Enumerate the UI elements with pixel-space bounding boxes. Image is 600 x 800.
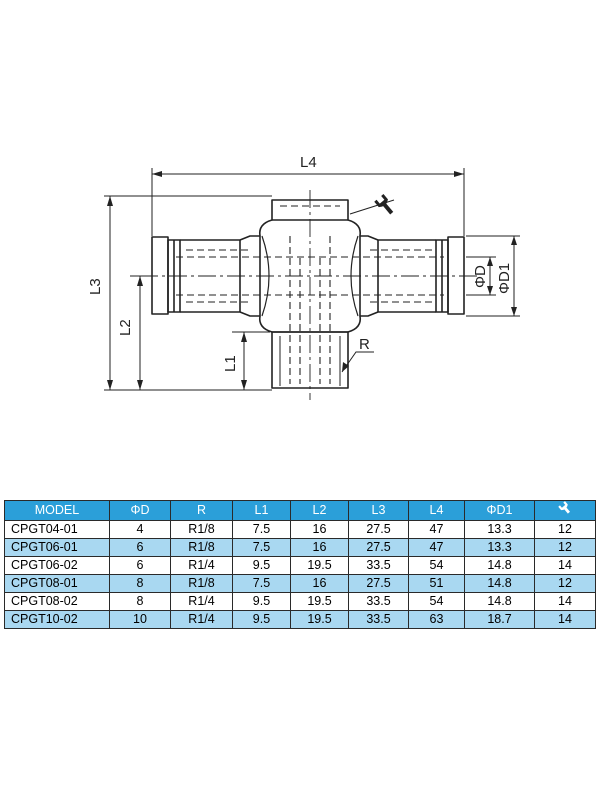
header-phi-d: ΦD	[109, 500, 171, 521]
cell-model: CPGT04-01	[4, 520, 110, 539]
cell-phi-d1: 18.7	[464, 610, 535, 629]
cell-phi-d1: 13.3	[464, 538, 535, 557]
cell-l4: 54	[408, 556, 465, 575]
cell-l1: 9.5	[232, 610, 291, 629]
cell-l4: 47	[408, 520, 465, 539]
fitting-technical-drawing: L4 L3 L2 L1 R ΦD ΦD1	[87, 154, 520, 400]
header-model: MODEL	[4, 500, 110, 521]
table-row: CPGT10-02 10 R1/4 9.5 19.5 33.5 63 18.7 …	[4, 610, 596, 629]
table-row: CPGT04-01 4 R1/8 7.5 16 27.5 47 13.3 12	[4, 520, 596, 539]
table-row: CPGT06-01 6 R1/8 7.5 16 27.5 47 13.3 12	[4, 538, 596, 557]
cell-model: CPGT08-01	[4, 574, 110, 593]
cell-l3: 27.5	[348, 574, 409, 593]
cell-wrench: 12	[534, 538, 596, 557]
cell-l1: 7.5	[232, 520, 291, 539]
cell-phi-d1: 14.8	[464, 574, 535, 593]
dim-label-l3: L3	[87, 278, 104, 295]
table-row: CPGT08-01 8 R1/8 7.5 16 27.5 51 14.8 12	[4, 574, 596, 593]
cell-r: R1/8	[170, 574, 233, 593]
cell-l2: 16	[290, 520, 349, 539]
cell-l3: 33.5	[348, 592, 409, 611]
cell-phi-d1: 14.8	[464, 556, 535, 575]
cell-r: R1/4	[170, 610, 233, 629]
header-wrench	[534, 500, 596, 521]
spec-table: MODEL ΦD R L1 L2 L3 L4 ΦD1 CPGT04-01 4 R…	[4, 500, 596, 629]
table-row: CPGT06-02 6 R1/4 9.5 19.5 33.5 54 14.8 1…	[4, 556, 596, 575]
table-row: CPGT08-02 8 R1/4 9.5 19.5 33.5 54 14.8 1…	[4, 592, 596, 611]
cell-l3: 27.5	[348, 538, 409, 557]
cell-l2: 19.5	[290, 610, 349, 629]
cell-l2: 16	[290, 538, 349, 557]
cell-phi-d: 4	[109, 520, 171, 539]
wrench-icon	[558, 501, 571, 514]
cell-l3: 33.5	[348, 556, 409, 575]
cell-model: CPGT06-01	[4, 538, 110, 557]
cell-l4: 51	[408, 574, 465, 593]
cell-r: R1/4	[170, 592, 233, 611]
cell-r: R1/4	[170, 556, 233, 575]
wrench-icon	[374, 194, 394, 215]
header-r: R	[170, 500, 233, 521]
cell-l2: 19.5	[290, 592, 349, 611]
cell-model: CPGT08-02	[4, 592, 110, 611]
cell-l2: 19.5	[290, 556, 349, 575]
cell-l1: 9.5	[232, 592, 291, 611]
dim-label-l1: L1	[222, 355, 239, 372]
header-l4: L4	[408, 500, 465, 521]
dim-label-l2: L2	[117, 319, 134, 336]
cell-r: R1/8	[170, 538, 233, 557]
cell-l4: 63	[408, 610, 465, 629]
cell-l4: 47	[408, 538, 465, 557]
cell-phi-d1: 13.3	[464, 520, 535, 539]
cell-model: CPGT06-02	[4, 556, 110, 575]
cell-l1: 7.5	[232, 574, 291, 593]
cell-wrench: 14	[534, 556, 596, 575]
cell-l4: 54	[408, 592, 465, 611]
cell-l3: 33.5	[348, 610, 409, 629]
cell-phi-d1: 14.8	[464, 592, 535, 611]
cell-l2: 16	[290, 574, 349, 593]
cell-wrench: 12	[534, 574, 596, 593]
dim-label-phi-d1: ΦD1	[496, 263, 513, 294]
header-l2: L2	[290, 500, 349, 521]
dim-label-l4: L4	[300, 154, 317, 171]
header-l1: L1	[232, 500, 291, 521]
dim-label-phi-d: ΦD	[472, 265, 489, 288]
cell-r: R1/8	[170, 520, 233, 539]
table-header-row: MODEL ΦD R L1 L2 L3 L4 ΦD1	[4, 500, 596, 521]
thread-label-r: R	[359, 336, 370, 353]
cell-phi-d: 10	[109, 610, 171, 629]
cell-phi-d: 6	[109, 538, 171, 557]
cell-l3: 27.5	[348, 520, 409, 539]
cell-wrench: 14	[534, 610, 596, 629]
cell-l1: 7.5	[232, 538, 291, 557]
header-phi-d1: ΦD1	[464, 500, 535, 521]
cell-model: CPGT10-02	[4, 610, 110, 629]
cell-phi-d: 8	[109, 592, 171, 611]
cell-wrench: 14	[534, 592, 596, 611]
cell-wrench: 12	[534, 520, 596, 539]
cell-l1: 9.5	[232, 556, 291, 575]
header-l3: L3	[348, 500, 409, 521]
cell-phi-d: 6	[109, 556, 171, 575]
cell-phi-d: 8	[109, 574, 171, 593]
